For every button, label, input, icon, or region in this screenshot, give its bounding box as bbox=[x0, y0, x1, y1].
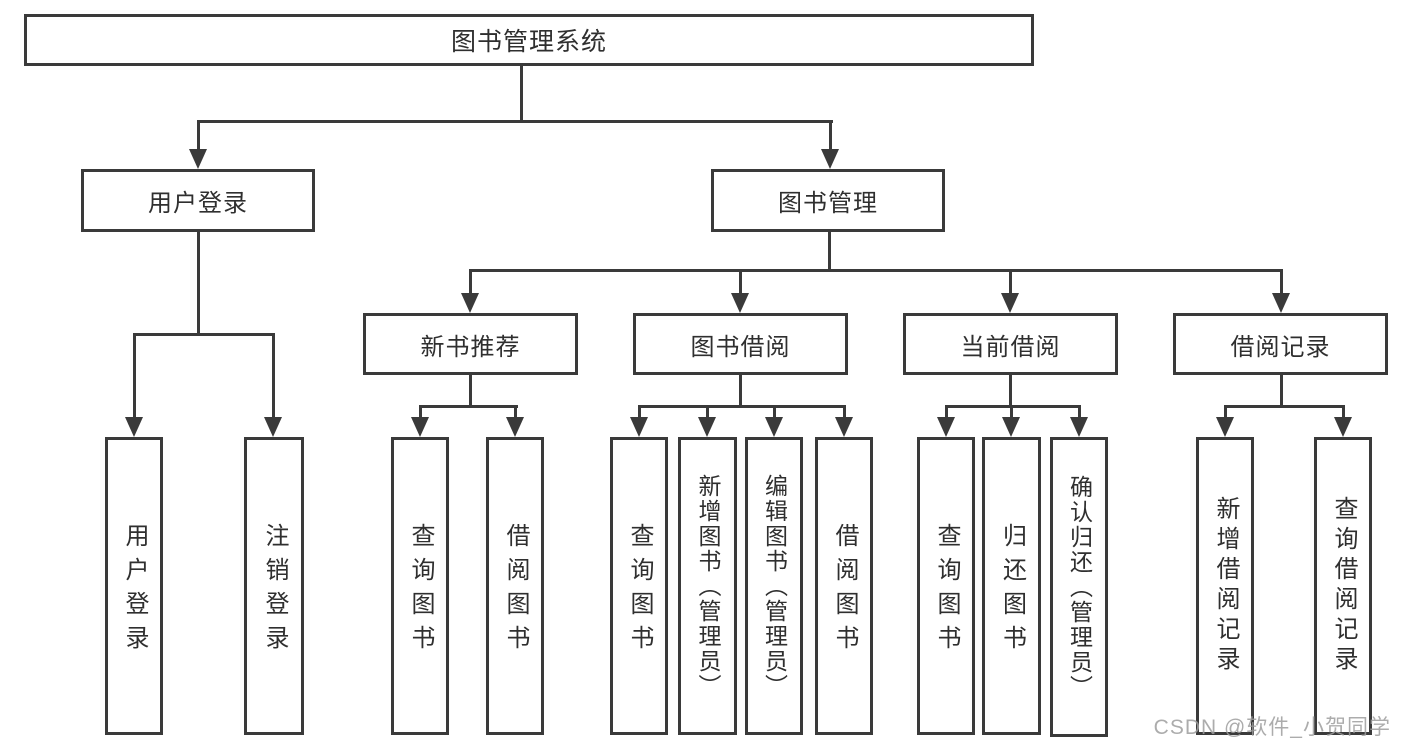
leaf-search-books-current: 查询图书 bbox=[917, 437, 975, 735]
leaf-add-books-admin: 新增图书（管理员） bbox=[678, 437, 737, 735]
connector-line bbox=[638, 405, 641, 419]
leaf-label: 用户登录 bbox=[121, 523, 148, 659]
connector-line bbox=[197, 120, 833, 123]
leaf-label: 查询借阅记录 bbox=[1330, 496, 1357, 676]
connector-line bbox=[843, 405, 846, 419]
arrow-down-icon bbox=[461, 293, 479, 313]
connector-line bbox=[1224, 405, 1227, 419]
connector-line bbox=[272, 333, 275, 421]
node-label: 图书管理系统 bbox=[450, 28, 607, 56]
leaf-confirm-return-admin: 确认归还（管理员） bbox=[1050, 437, 1108, 737]
node-label: 借阅记录 bbox=[1230, 333, 1331, 361]
node-book-management: 图书管理 bbox=[711, 169, 945, 232]
leaf-label: 新增图书（管理员） bbox=[695, 473, 721, 699]
connector-line bbox=[829, 120, 832, 152]
node-book-borrowing: 图书借阅 bbox=[633, 313, 848, 375]
leaf-label: 注销登录 bbox=[261, 523, 288, 659]
connector-line bbox=[638, 405, 846, 408]
leaf-label: 编辑图书（管理员） bbox=[761, 473, 788, 699]
arrow-down-icon bbox=[1070, 417, 1088, 437]
leaf-borrow-books-newbook: 借阅图书 bbox=[486, 437, 544, 735]
leaf-label: 归还图书 bbox=[998, 523, 1026, 659]
connector-line bbox=[1342, 405, 1345, 419]
connector-line bbox=[1224, 405, 1345, 408]
connector-line bbox=[773, 405, 776, 419]
node-label: 图书管理 bbox=[778, 190, 878, 217]
arrow-down-icon bbox=[1334, 417, 1352, 437]
connector-line bbox=[469, 269, 1283, 272]
arrow-down-icon bbox=[264, 417, 282, 437]
arrow-down-icon bbox=[1001, 293, 1019, 313]
leaf-add-borrow-record: 新增借阅记录 bbox=[1196, 437, 1254, 735]
connector-line bbox=[469, 269, 472, 297]
arrow-down-icon bbox=[835, 417, 853, 437]
leaf-label: 查询图书 bbox=[626, 523, 653, 659]
leaf-logout: 注销登录 bbox=[244, 437, 304, 735]
arrow-down-icon bbox=[937, 417, 955, 437]
leaf-label: 借阅图书 bbox=[831, 523, 858, 659]
connector-line bbox=[945, 405, 1081, 408]
arrow-down-icon bbox=[506, 417, 524, 437]
leaf-return-books: 归还图书 bbox=[982, 437, 1041, 735]
leaf-search-borrow-record: 查询借阅记录 bbox=[1314, 437, 1372, 735]
connector-line bbox=[1280, 269, 1283, 297]
connector-line bbox=[706, 405, 709, 419]
connector-line bbox=[1280, 375, 1283, 408]
connector-line bbox=[945, 405, 948, 419]
connector-line bbox=[197, 120, 200, 152]
arrow-down-icon bbox=[1002, 417, 1020, 437]
connector-line bbox=[419, 405, 518, 408]
arrow-down-icon bbox=[125, 417, 143, 437]
leaf-label: 新增借阅记录 bbox=[1212, 496, 1239, 676]
node-new-book-recommend: 新书推荐 bbox=[363, 313, 578, 375]
watermark: CSDN @软件_小贺同学 bbox=[1153, 716, 1391, 739]
connector-line bbox=[1010, 405, 1013, 419]
node-borrowing-records: 借阅记录 bbox=[1173, 313, 1388, 375]
connector-line bbox=[739, 269, 742, 297]
node-current-borrowing: 当前借阅 bbox=[903, 313, 1118, 375]
arrow-down-icon bbox=[765, 417, 783, 437]
connector-line bbox=[514, 405, 517, 419]
arrow-down-icon bbox=[630, 417, 648, 437]
connector-line bbox=[1078, 405, 1081, 419]
node-label: 用户登录 bbox=[148, 190, 248, 217]
leaf-label: 借阅图书 bbox=[502, 523, 529, 659]
arrow-down-icon bbox=[731, 293, 749, 313]
node-library-management-system: 图书管理系统 bbox=[24, 14, 1034, 66]
leaf-label: 确认归还（管理员） bbox=[1066, 474, 1093, 700]
connector-line bbox=[739, 375, 742, 408]
node-label: 新书推荐 bbox=[420, 333, 521, 361]
connector-line bbox=[197, 232, 200, 336]
node-label: 当前借阅 bbox=[960, 333, 1061, 361]
connector-line bbox=[520, 66, 523, 122]
leaf-edit-books-admin: 编辑图书（管理员） bbox=[745, 437, 803, 735]
arrow-down-icon bbox=[411, 417, 429, 437]
connector-line bbox=[133, 333, 275, 336]
leaf-user-login: 用户登录 bbox=[105, 437, 163, 735]
connector-line bbox=[133, 333, 136, 421]
connector-line bbox=[419, 405, 422, 419]
arrow-down-icon bbox=[821, 149, 839, 169]
connector-line bbox=[828, 232, 831, 272]
arrow-down-icon bbox=[189, 149, 207, 169]
connector-line bbox=[1009, 375, 1012, 408]
connector-line bbox=[469, 375, 472, 408]
leaf-search-books-borrow: 查询图书 bbox=[610, 437, 668, 735]
leaf-search-books-newbook: 查询图书 bbox=[391, 437, 449, 735]
node-user-login: 用户登录 bbox=[81, 169, 315, 232]
leaf-label: 查询图书 bbox=[933, 523, 960, 659]
connector-line bbox=[1009, 269, 1012, 297]
leaf-label: 查询图书 bbox=[407, 523, 434, 659]
leaf-borrow-books: 借阅图书 bbox=[815, 437, 873, 735]
arrow-down-icon bbox=[1216, 417, 1234, 437]
node-label: 图书借阅 bbox=[690, 333, 791, 361]
arrow-down-icon bbox=[1272, 293, 1290, 313]
arrow-down-icon bbox=[698, 417, 716, 437]
